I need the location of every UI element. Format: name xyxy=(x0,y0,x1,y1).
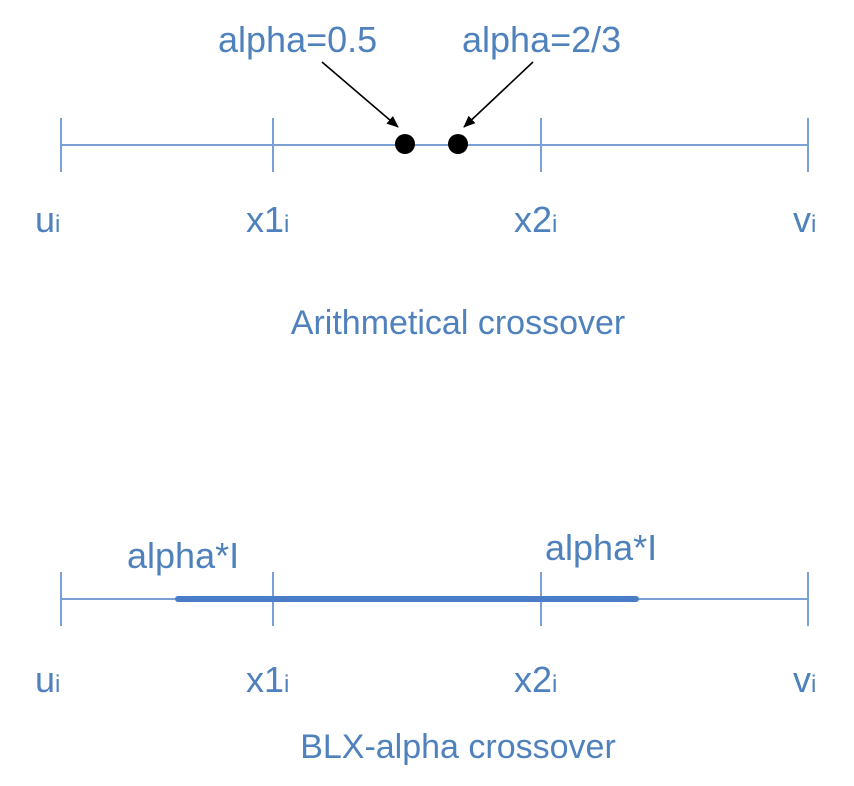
blx-point-label-v: vi xyxy=(793,659,816,700)
blx-point-x1-sub: i xyxy=(284,671,289,698)
alpha-two-thirds-arrow xyxy=(463,61,534,128)
blx-point-label-x1: x1i xyxy=(246,659,289,700)
blx-point-label-u: ui xyxy=(35,659,60,700)
point-x1-main: x1 xyxy=(246,199,284,240)
arithmetical-caption: Arithmetical crossover xyxy=(291,304,625,342)
point-v-main: v xyxy=(793,199,811,240)
blx-left-extension-label: alpha*I xyxy=(127,535,239,576)
point-u-main: u xyxy=(35,199,55,240)
blx-crossover-panel: alpha*I alpha*I ui x1i x2i vi BLX-alpha … xyxy=(35,527,816,766)
point-x2-main: x2 xyxy=(514,199,552,240)
alpha-half-point xyxy=(395,134,415,154)
point-label-x1: x1i xyxy=(246,199,289,240)
point-label-x2: x2i xyxy=(514,199,557,240)
alpha-half-label: alpha=0.5 xyxy=(218,19,377,60)
blx-point-x2-sub: i xyxy=(552,671,557,698)
arithmetical-crossover-panel: alpha=0.5 alpha=2/3 ui x1i x2i vi Arithm… xyxy=(35,19,816,342)
blx-point-u-sub: i xyxy=(55,671,60,698)
point-x1-sub: i xyxy=(284,211,289,238)
blx-point-v-sub: i xyxy=(811,671,816,698)
blx-point-u-main: u xyxy=(35,659,55,700)
blx-point-x2-main: x2 xyxy=(514,659,552,700)
point-label-v: vi xyxy=(793,199,816,240)
point-label-u: ui xyxy=(35,199,60,240)
blx-right-extension-label: alpha*I xyxy=(545,527,657,568)
alpha-half-arrow xyxy=(321,61,399,128)
point-v-sub: i xyxy=(811,211,816,238)
point-x2-sub: i xyxy=(552,211,557,238)
blx-point-v-main: v xyxy=(793,659,811,700)
blx-point-x1-main: x1 xyxy=(246,659,284,700)
blx-caption: BLX-alpha crossover xyxy=(300,728,616,766)
point-u-sub: i xyxy=(55,211,60,238)
alpha-two-thirds-label: alpha=2/3 xyxy=(462,19,621,60)
blx-point-label-x2: x2i xyxy=(514,659,557,700)
alpha-two-thirds-point xyxy=(448,134,468,154)
